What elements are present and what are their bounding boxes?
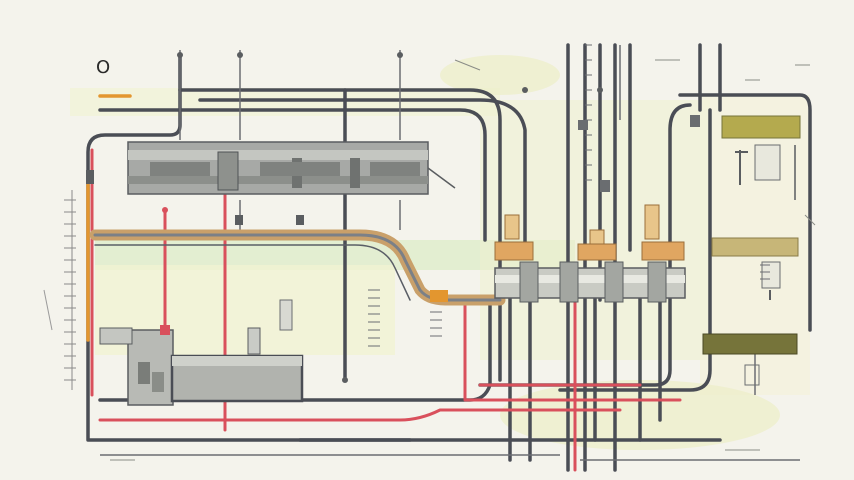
panel-top: [721, 115, 801, 139]
instrument-lines: [100, 45, 800, 461]
manifold-block: [430, 261, 686, 303]
pipe-second-run: [198, 98, 527, 252]
manifold-headers: [494, 204, 685, 261]
pipe-right-loop: [678, 93, 812, 332]
scatter-marks: [110, 59, 816, 461]
wash-upper-band: [70, 88, 500, 116]
vessel-upper: [127, 141, 456, 195]
corner-glyph: O: [96, 57, 110, 78]
hatch-marks: [368, 44, 770, 347]
red-pipe-manifold: [463, 298, 682, 402]
wash-top-right: [440, 55, 560, 95]
fittings: [86, 52, 700, 383]
right-panels: [702, 115, 801, 386]
orange-pipework: [86, 94, 132, 342]
panel-bottom: [702, 333, 798, 355]
red-pipe-bottom: [98, 408, 622, 422]
vessel-lower: [99, 299, 304, 406]
left-scale: [43, 190, 76, 390]
pipe-upper-return: [98, 108, 487, 242]
panel-middle: [711, 237, 799, 257]
red-pipework: [90, 148, 682, 472]
pipe-right-lower: [558, 108, 712, 392]
pipe-top-run: [178, 88, 502, 382]
